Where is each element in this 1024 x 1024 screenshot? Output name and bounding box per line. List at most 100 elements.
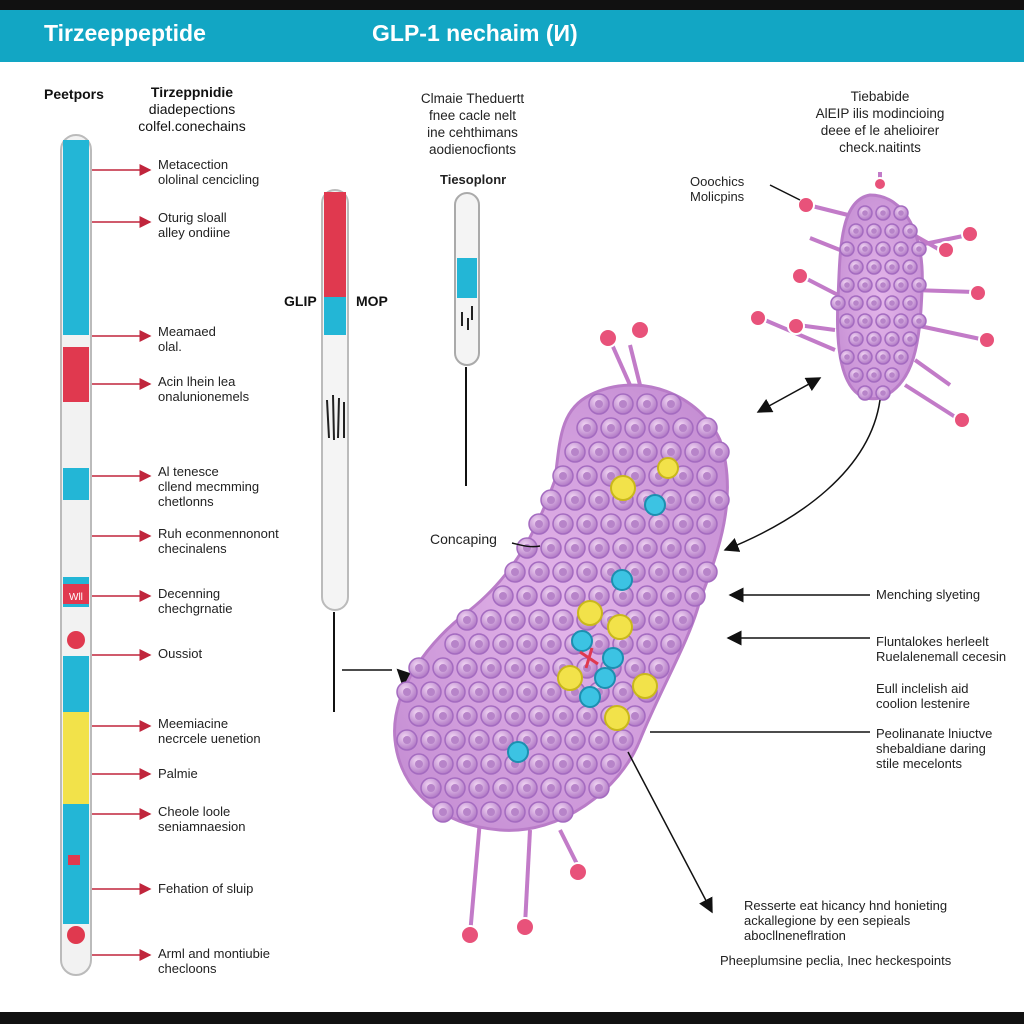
cell-vesicle-core xyxy=(559,616,567,624)
cell-vesicle-core xyxy=(631,424,639,432)
cell-vesicle-core xyxy=(487,712,495,720)
cell-vesicle-core xyxy=(595,592,603,600)
cell-vesicle-core xyxy=(607,424,615,432)
cell-vesicle-core xyxy=(853,228,859,234)
cell-vesicle-core xyxy=(835,300,841,306)
header-title-right: GLP-1 nechaim (И) xyxy=(372,20,578,46)
cell-vesicle-core xyxy=(571,784,579,792)
cell-vesicle-core xyxy=(547,496,555,504)
cell-vesicle-core xyxy=(667,400,675,408)
cell-vesicle-core xyxy=(703,472,711,480)
cell-vesicle-core xyxy=(691,448,699,456)
small-tube-label: Tiesoplonr xyxy=(440,172,507,187)
right-top-text-block: Tiebabide AlEIP ilis modincioing deee ef… xyxy=(815,89,945,155)
cell-vesicle-core xyxy=(559,520,567,528)
cell-vesicle-core xyxy=(703,568,711,576)
cell-vesicle-core xyxy=(523,592,531,600)
cell-vesicle-core xyxy=(511,616,519,624)
top-border xyxy=(0,0,1024,10)
cell-vesicle-core xyxy=(667,448,675,456)
cell-vesicle-core xyxy=(463,616,471,624)
heading-main-line-3: colfel.conechains xyxy=(138,118,246,134)
cell-vesicle-core xyxy=(499,784,507,792)
cell-vesicle-core xyxy=(571,592,579,600)
cell-vesicle-core xyxy=(499,688,507,696)
cell-vesicle-core xyxy=(463,760,471,768)
cell-vesicle-core xyxy=(523,640,531,648)
cell-vesicle-core xyxy=(535,568,543,576)
cell-vesicle-core xyxy=(679,472,687,480)
cell-vesicle-core xyxy=(853,336,859,342)
header-title-left: Tirzeeppeptide xyxy=(44,20,206,46)
cell-vesicle-core xyxy=(898,210,904,216)
cell-vesicle-core xyxy=(703,424,711,432)
cell-vesicle-core xyxy=(583,472,591,480)
cell-vesicle-core xyxy=(643,400,651,408)
cell-vesicle-core xyxy=(862,246,868,252)
cell-vesicle-core xyxy=(547,544,555,552)
cell-vesicle-core xyxy=(403,736,411,744)
cell-vesicle-core xyxy=(655,520,663,528)
cell-vesicle-core xyxy=(427,688,435,696)
cell-vesicle-core xyxy=(511,808,519,816)
cell-vesicle-core xyxy=(880,282,886,288)
cell-vesicle-core xyxy=(547,688,555,696)
cell-vesicle-core xyxy=(475,688,483,696)
cell-vesicle-core xyxy=(862,318,868,324)
header-bar: Tirzeeppeptide GLP-1 nechaim (И) xyxy=(0,10,1024,62)
cell-vesicle-core xyxy=(880,210,886,216)
cell-vesicle-core xyxy=(907,336,913,342)
cell-vesicle-core xyxy=(535,616,543,624)
cell-vesicle-core xyxy=(487,664,495,672)
cell-vesicle-core xyxy=(571,496,579,504)
cell-vesicle-core xyxy=(655,664,663,672)
left-test-tube-icon: Wll xyxy=(60,134,152,976)
cell-vesicle-core xyxy=(559,712,567,720)
cell-vesicle-core xyxy=(643,640,651,648)
cell-vesicle-core xyxy=(559,472,567,480)
cell-vesicle-core xyxy=(619,592,627,600)
cell-vesicle-core xyxy=(655,568,663,576)
cell-vesicle-core xyxy=(487,616,495,624)
cell-vesicle-core xyxy=(595,640,603,648)
cell-vesicle-core xyxy=(571,448,579,456)
cell-vesicle-core xyxy=(871,228,877,234)
cell-vesicle-core xyxy=(862,354,868,360)
cell-vesicle-core xyxy=(862,210,868,216)
cell-vesicle-core xyxy=(427,784,435,792)
middle-test-tube-icon xyxy=(321,189,418,712)
cell-vesicle-core xyxy=(916,282,922,288)
cell-vesicle-core xyxy=(871,336,877,342)
cell-vesicle-core xyxy=(631,472,639,480)
cell-vesicle-core xyxy=(451,736,459,744)
cell-vesicle-core xyxy=(871,372,877,378)
cell-vesicle-core xyxy=(667,592,675,600)
cell-vesicle-core xyxy=(583,568,591,576)
cell-vesicle-core xyxy=(547,784,555,792)
concaping-label: Concaping xyxy=(430,531,497,547)
cell-vesicle-core xyxy=(898,282,904,288)
cell-vesicle-core xyxy=(583,760,591,768)
cell-vesicle-core xyxy=(535,760,543,768)
cell-vesicle-core xyxy=(907,300,913,306)
heading-main-line-2: diadepections xyxy=(148,101,236,117)
cell-vesicle-core xyxy=(487,808,495,816)
left-label-10: Palmie xyxy=(158,766,198,781)
cell-vesicle-core xyxy=(607,760,615,768)
cell-vesicle-core xyxy=(880,246,886,252)
cell-vesicle-core xyxy=(889,336,895,342)
cell-vesicle-core xyxy=(607,520,615,528)
cell-vesicle-core xyxy=(907,264,913,270)
cell-vesicle-core xyxy=(559,568,567,576)
cell-vesicle-core xyxy=(898,318,904,324)
cell-vesicle-core xyxy=(415,712,423,720)
cell-vesicle-core xyxy=(511,712,519,720)
